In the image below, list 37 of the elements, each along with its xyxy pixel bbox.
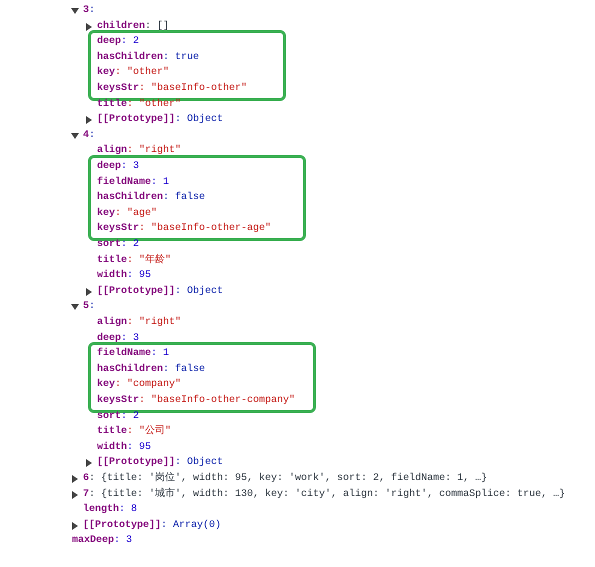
property-text: 5: (83, 300, 96, 314)
property-text: hasChildren: false (97, 190, 206, 206)
property-text: key: "age" (97, 206, 158, 221)
property-text: [[Prototype]]: Object (97, 284, 224, 299)
property-text: hasChildren: false (97, 362, 206, 377)
property-text: maxDeep: 3 (72, 534, 132, 548)
property-text: align: "right" (97, 144, 182, 158)
property-text: 6: {title: '岗位', width: 95, key: 'work', sort: 2, fieldName: 1, …} (83, 471, 488, 486)
property-text: key: "company" (97, 378, 182, 392)
property-text: title: "年龄" (97, 252, 172, 268)
property-text: width: 95 (97, 268, 152, 284)
property-text: deep: 3 (97, 332, 140, 346)
property-text: fieldName: 1 (97, 176, 170, 190)
property-text: sort: 2 (97, 410, 140, 424)
property-text: sort: 2 (97, 238, 140, 252)
property-text: deep: 2 (97, 34, 140, 50)
property-text: hasChildren: true (97, 50, 200, 65)
property-text: fieldName: 1 (97, 346, 170, 362)
property-text: title: "other" (97, 98, 182, 112)
property-text: [[Prototype]]: Object (97, 112, 224, 128)
property-text: 4: (83, 128, 96, 143)
property-text: keysStr: "baseInfo-other" (97, 82, 248, 96)
property-text: deep: 3 (97, 160, 140, 174)
property-text: length: 8 (83, 502, 138, 518)
property-text: [[Prototype]]: Object (97, 456, 224, 470)
property-text: 7: {title: '城市', width: 130, key: 'city', align: 'right', commaSplice: true, …} (83, 486, 566, 502)
property-text: width: 95 (97, 440, 152, 455)
highlight-box (88, 155, 306, 241)
property-text: children: [] (97, 20, 170, 34)
property-text: 3: (83, 4, 96, 18)
property-text: keysStr: "baseInfo-other-age" (97, 222, 272, 236)
property-text: title: "公司" (97, 424, 172, 440)
property-text: align: "right" (97, 316, 182, 330)
property-text: keysStr: "baseInfo-other-company" (97, 394, 296, 408)
property-text: key: "other" (97, 66, 170, 80)
property-text: [[Prototype]]: Array(0) (83, 518, 222, 533)
highlight-box (88, 342, 316, 413)
